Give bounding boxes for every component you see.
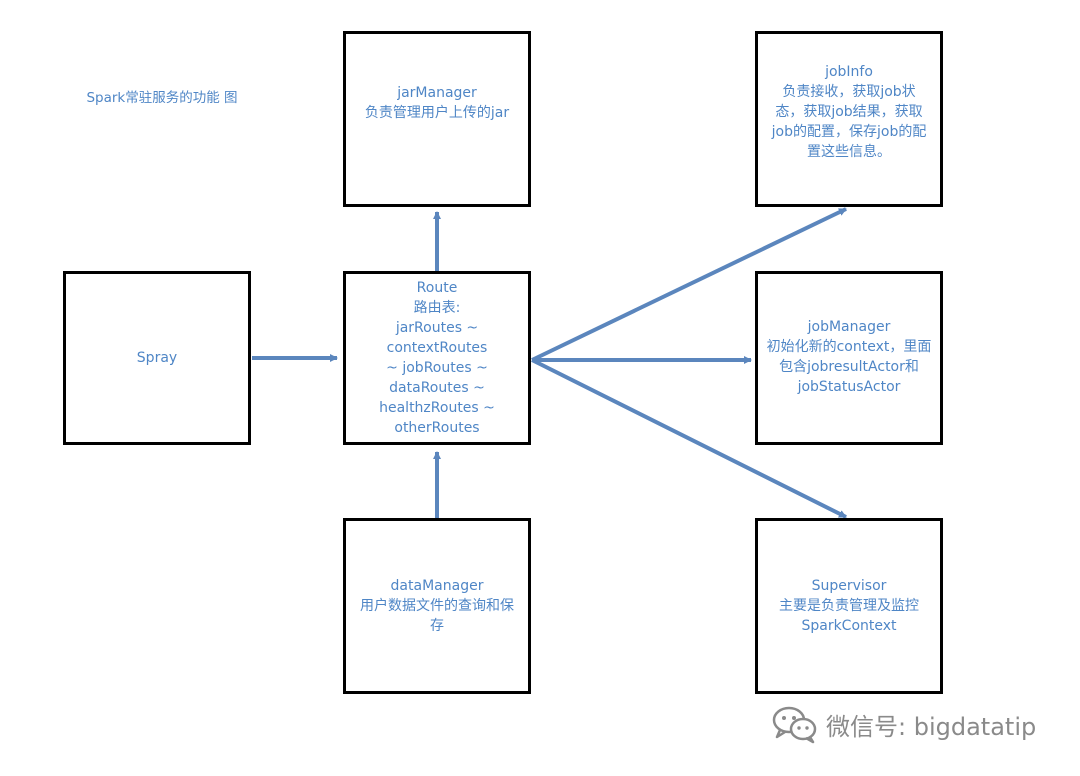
watermark-text: 微信号: bigdatatip [826,712,1037,741]
datamanager-label: dataManager 用户数据文件的查询和保 存 [360,578,514,634]
watermark: 微信号: bigdatatip [770,704,1036,744]
supervisor-box: Supervisor 主要是负责管理及监控 SparkContext [755,518,943,694]
wechat-icon [772,706,817,744]
spray-box: Spray [63,271,251,445]
arrow-route-to-jobinfo [531,207,847,362]
diagram-title: Spark常驻服务的功能 图 [86,90,238,106]
jobmanager-label: jobManager 初始化新的context，里面 包含jobresultAc… [766,319,932,395]
arrow-route-to-supervisor [531,358,847,519]
route-box: Route 路由表: jarRoutes ~ contextRoutes ~ j… [343,271,531,445]
route-label: Route 路由表: jarRoutes ~ contextRoutes ~ j… [379,280,495,436]
datamanager-box: dataManager 用户数据文件的查询和保 存 [343,518,531,694]
jobmanager-box: jobManager 初始化新的context，里面 包含jobresultAc… [755,271,943,445]
jobinfo-box: jobInfo 负责接收，获取job状 态，获取job结果，获取 job的配置，… [755,31,943,207]
supervisor-label: Supervisor 主要是负责管理及监控 SparkContext [779,578,919,634]
jarmanager-label: jarManager 负责管理用户上传的jar [364,85,510,121]
spray-label: Spray [136,350,178,366]
jobinfo-label: jobInfo 负责接收，获取job状 态，获取job结果，获取 job的配置，… [771,64,927,160]
jarmanager-box: jarManager 负责管理用户上传的jar [343,31,531,207]
